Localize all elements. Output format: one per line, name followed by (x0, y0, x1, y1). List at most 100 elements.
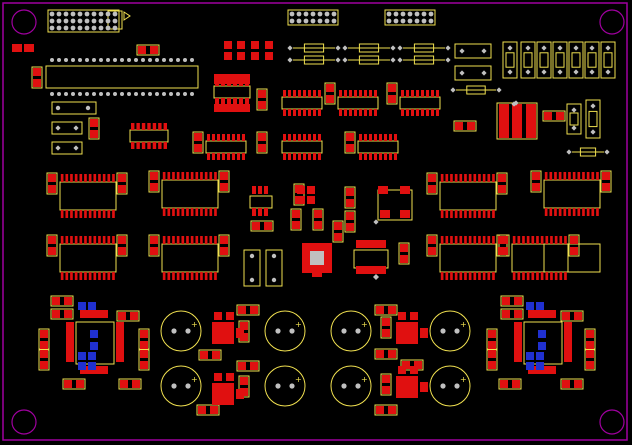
through-hole-pad (571, 107, 577, 113)
smd-pad (582, 208, 585, 216)
smd-pad (190, 208, 194, 216)
smd-pad (468, 210, 472, 218)
smd-pad (359, 153, 362, 160)
through-hole-pad (50, 92, 54, 96)
smd-pad (421, 109, 424, 116)
smd-pad (298, 153, 301, 160)
through-hole-pad (507, 69, 513, 75)
through-hole-pad (445, 57, 451, 63)
smd-pad (410, 366, 418, 374)
smd-pad (181, 208, 185, 216)
smd-pad (79, 174, 83, 182)
through-hole-pad (287, 57, 293, 63)
smd-pad (186, 272, 189, 280)
smd-pad (214, 172, 217, 180)
smd-pad (570, 236, 578, 244)
smd-pad (303, 109, 306, 116)
smd-pad (378, 186, 388, 194)
smd-pad (454, 272, 458, 280)
through-hole-pad (331, 18, 337, 24)
silk-outline (498, 234, 510, 257)
silk-outline (584, 41, 600, 79)
smd-pad (349, 90, 352, 97)
through-hole-pad (92, 58, 96, 62)
through-hole-pad (176, 58, 180, 62)
through-hole-pad (148, 58, 152, 62)
smd-pad (200, 351, 208, 359)
silk-outline (358, 55, 380, 65)
smd-pad (420, 382, 428, 392)
smd-pad (200, 208, 203, 216)
silk-outline (568, 41, 584, 79)
silk-outline (357, 140, 399, 154)
smd-pad (240, 377, 248, 385)
smd-pad (250, 362, 258, 370)
smd-pad (227, 153, 230, 160)
smd-pad (376, 306, 384, 314)
smd-pad (492, 272, 495, 280)
smd-pad (64, 310, 72, 318)
through-hole-pad (85, 105, 91, 111)
smd-pad (222, 153, 225, 160)
through-hole-pad (99, 58, 103, 62)
silk-outline (337, 96, 379, 110)
smd-pad (421, 90, 424, 97)
smd-pad (140, 330, 148, 338)
smd-pad (556, 112, 564, 120)
smd-pad (40, 330, 48, 338)
smd-pad (238, 306, 246, 314)
smd-pad (500, 380, 508, 388)
through-hole-pad (63, 25, 69, 31)
smd-pad (384, 134, 387, 141)
smd-pad (79, 210, 83, 218)
smd-pad (162, 208, 166, 216)
smd-pad (90, 330, 98, 338)
smd-pad (116, 322, 124, 362)
silk-outline (45, 65, 199, 89)
through-hole-pad (64, 58, 68, 62)
smd-pad (84, 236, 87, 244)
smd-pad (379, 134, 382, 141)
smd-pad (48, 247, 56, 255)
smd-pad (152, 142, 157, 149)
smd-pad (107, 236, 111, 244)
silk-outline (213, 85, 251, 99)
smd-pad (220, 183, 228, 191)
smd-pad (388, 306, 396, 314)
through-hole-pad (296, 18, 302, 24)
through-hole-pad (342, 57, 348, 63)
smd-pad (80, 310, 108, 318)
smd-pad (528, 310, 556, 318)
smd-pad (356, 266, 386, 274)
silk-outline (539, 52, 549, 68)
smd-pad (411, 109, 414, 116)
smd-pad (98, 236, 101, 244)
smd-pad (88, 272, 92, 280)
smd-pad (512, 236, 516, 244)
smd-pad (459, 174, 463, 182)
smd-pad (226, 312, 234, 320)
smd-pad (596, 208, 599, 216)
through-hole-pad (393, 18, 399, 24)
smd-pad (562, 312, 570, 320)
smd-pad (487, 272, 491, 280)
smd-pad (549, 208, 553, 216)
smd-pad (102, 174, 106, 182)
smd-pad (488, 330, 496, 338)
smd-pad (176, 272, 180, 280)
through-hole-pad (162, 58, 166, 62)
smd-pad (240, 388, 248, 396)
through-hole-pad (77, 18, 83, 24)
smd-pad (369, 90, 372, 97)
smd-pad (445, 210, 449, 218)
smd-pad (596, 172, 599, 180)
smd-pad (252, 208, 256, 216)
silk-outline (303, 43, 325, 53)
mounting-hole (599, 409, 625, 435)
through-hole-pad (162, 92, 166, 96)
through-hole-pads-layer (49, 11, 611, 389)
smd-pad (478, 272, 481, 280)
smd-pad (258, 144, 266, 152)
through-hole-pad (440, 328, 446, 334)
